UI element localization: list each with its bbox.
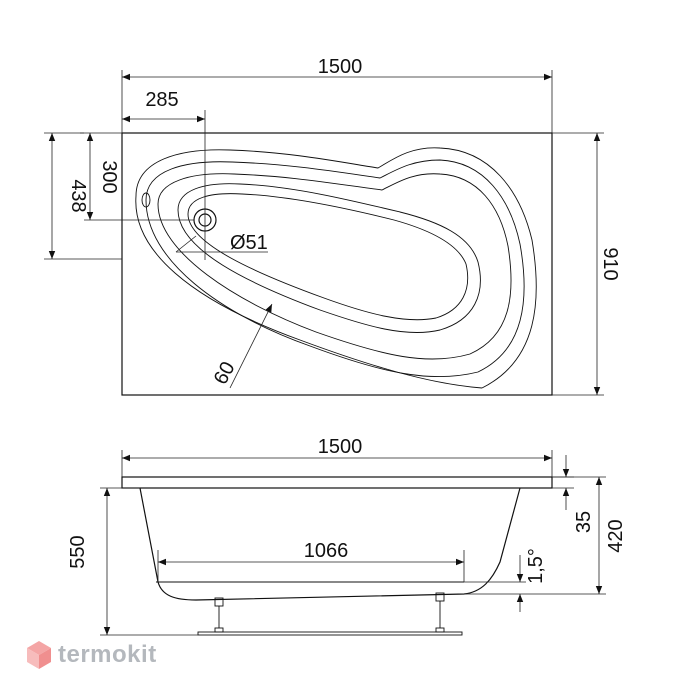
bottom-length-label: 1066 (304, 540, 349, 562)
drain-y-offset-dimension: 300 (80, 132, 194, 221)
left-side-height-label: 438 (67, 179, 89, 212)
slope-label: 1,5° (525, 548, 547, 584)
side-height-dimension: 550 (67, 487, 198, 636)
drain-x-offset-label: 285 (145, 89, 178, 111)
cube-logo-icon (27, 641, 51, 669)
drain-diameter-label: Ø51 (230, 232, 268, 254)
side-width-dimension: 1500 (121, 436, 553, 477)
top-view: 1500 285 300 438 910 (44, 56, 621, 396)
overflow-hole (141, 192, 151, 208)
brand-name: termokit (58, 641, 157, 668)
total-height-dimension: 420 (464, 476, 627, 595)
slope-dimension: 1,5° (464, 548, 547, 612)
drain-diameter-dimension: Ø51 (175, 232, 268, 254)
side-height-label: 550 (67, 535, 89, 568)
bath-basin-contours (135, 147, 537, 389)
top-view-outline (121, 132, 553, 396)
rim-thickness-label: 35 (573, 511, 595, 533)
support-feet (197, 592, 463, 636)
total-depth-dimension: 910 (552, 132, 621, 396)
side-view-rim (121, 476, 553, 489)
total-height-label: 420 (605, 519, 627, 552)
bottom-length-dimension: 1066 (157, 540, 465, 582)
rim-width-dimension: 60 (210, 303, 273, 389)
brand-watermark: termokit (26, 640, 157, 670)
drain-y-offset-label: 300 (98, 160, 120, 193)
side-width-label: 1500 (318, 436, 363, 458)
top-width-dimension: 1500 (121, 56, 553, 133)
total-depth-label: 910 (599, 247, 621, 280)
rim-thickness-dimension: 35 (552, 455, 595, 533)
top-width-label: 1500 (318, 56, 363, 78)
left-side-height-dimension: 438 (44, 132, 122, 260)
side-view-body (139, 487, 521, 601)
side-view: 1500 550 1066 35 420 (67, 436, 627, 636)
rim-width-label: 60 (210, 358, 240, 388)
drain-x-offset-dimension: 285 (122, 89, 206, 260)
